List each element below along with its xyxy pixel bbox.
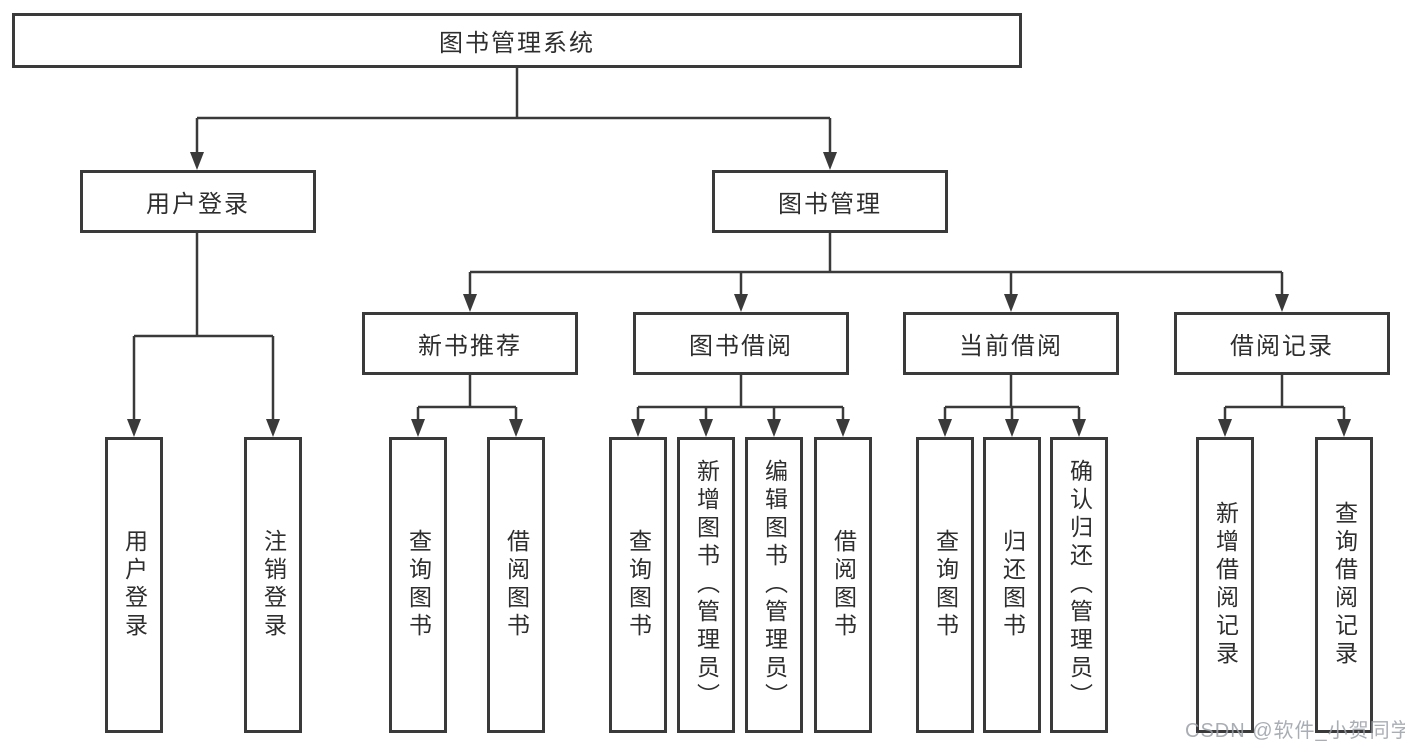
leaf-edit-books-admin-label: 编辑图书（管理员） <box>761 459 788 711</box>
node-book-borrowing: 图书借阅 <box>633 312 849 375</box>
leaf-search-books-recommend: 查询图书 <box>389 437 447 733</box>
leaf-search-books-current: 查询图书 <box>916 437 974 733</box>
node-book-borrowing-label: 图书借阅 <box>689 333 793 360</box>
leaf-confirm-return-admin-label: 确认归还（管理员） <box>1066 459 1093 711</box>
node-new-book-recommend-label: 新书推荐 <box>418 333 522 360</box>
leaf-logout: 注销登录 <box>244 437 302 733</box>
leaf-confirm-return-admin: 确认归还（管理员） <box>1050 437 1108 733</box>
leaf-logout-label: 注销登录 <box>260 529 287 641</box>
leaf-borrow-books-borrowing: 借阅图书 <box>814 437 872 733</box>
leaf-search-borrow-record-label: 查询借阅记录 <box>1331 501 1358 669</box>
leaf-user-login: 用户登录 <box>105 437 163 733</box>
leaf-add-borrow-record-label: 新增借阅记录 <box>1212 501 1239 669</box>
leaf-edit-books-admin: 编辑图书（管理员） <box>745 437 803 733</box>
leaf-search-books-borrowing: 查询图书 <box>609 437 667 733</box>
node-book-management: 图书管理 <box>712 170 948 233</box>
arrowhead-icons <box>127 152 1351 437</box>
leaf-borrow-books-borrowing-label: 借阅图书 <box>830 529 857 641</box>
leaf-search-borrow-record: 查询借阅记录 <box>1315 437 1373 733</box>
leaf-return-books-label: 归还图书 <box>999 529 1026 641</box>
leaf-add-borrow-record: 新增借阅记录 <box>1196 437 1254 733</box>
node-borrowing-records-label: 借阅记录 <box>1230 333 1334 360</box>
node-root: 图书管理系统 <box>12 13 1022 68</box>
leaf-search-books-recommend-label: 查询图书 <box>405 529 432 641</box>
node-user-login: 用户登录 <box>80 170 316 233</box>
node-book-management-label: 图书管理 <box>778 191 882 218</box>
leaf-borrow-books-recommend: 借阅图书 <box>487 437 545 733</box>
leaf-borrow-books-recommend-label: 借阅图书 <box>503 529 530 641</box>
leaf-user-login-label: 用户登录 <box>121 529 148 641</box>
node-current-borrowing: 当前借阅 <box>903 312 1119 375</box>
node-borrowing-records: 借阅记录 <box>1174 312 1390 375</box>
node-root-label: 图书管理系统 <box>439 30 595 57</box>
leaf-add-books-admin: 新增图书（管理员） <box>677 437 735 733</box>
leaf-return-books: 归还图书 <box>983 437 1041 733</box>
leaf-add-books-admin-label: 新增图书（管理员） <box>693 459 720 711</box>
watermark: CSDN @软件_小贺同学 <box>1185 720 1405 742</box>
leaf-search-books-borrowing-label: 查询图书 <box>625 529 652 641</box>
node-current-borrowing-label: 当前借阅 <box>959 333 1063 360</box>
node-new-book-recommend: 新书推荐 <box>362 312 578 375</box>
leaf-search-books-current-label: 查询图书 <box>932 529 959 641</box>
node-user-login-label: 用户登录 <box>146 191 250 218</box>
